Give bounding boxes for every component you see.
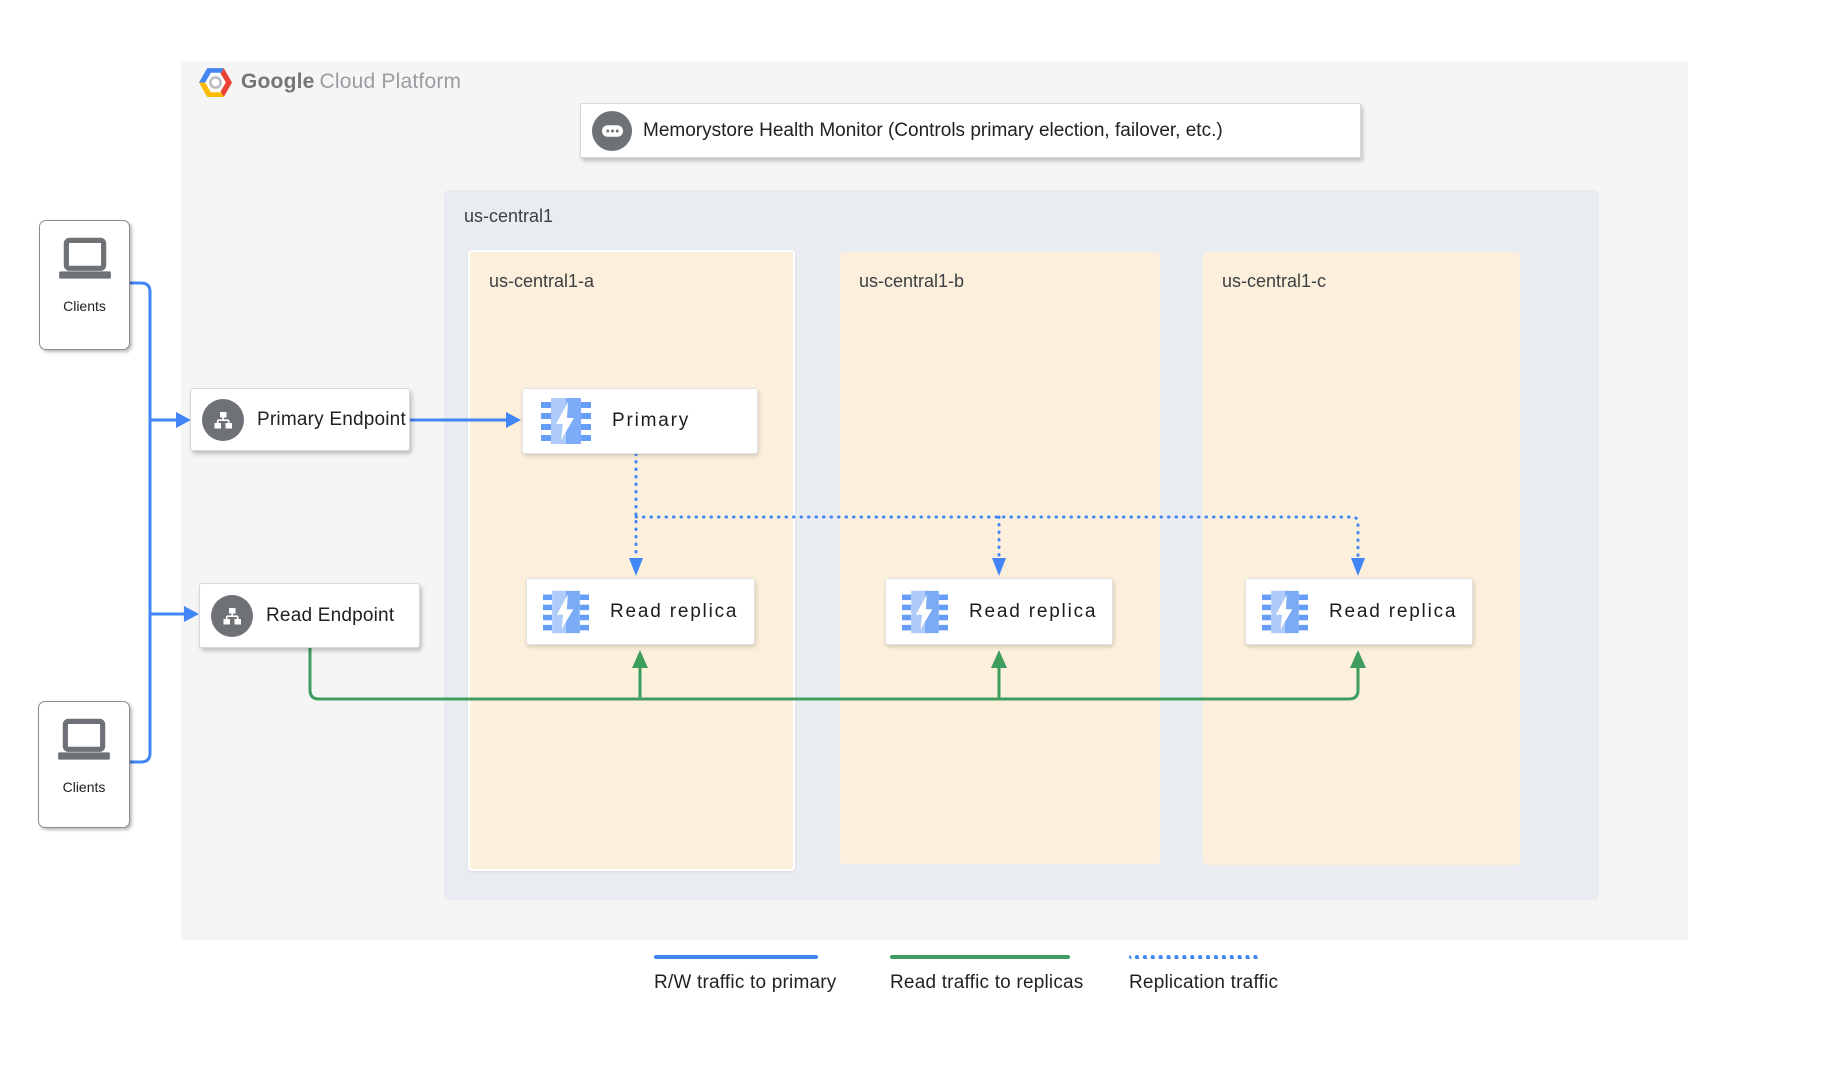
brand-google: Google xyxy=(241,70,315,93)
clients-label: Clients xyxy=(62,779,106,795)
read-replica-b-card: Read replica xyxy=(885,578,1113,645)
gcp-hexagon-icon xyxy=(199,67,232,97)
network-endpoint-icon xyxy=(202,398,244,441)
chat-dots-icon xyxy=(592,110,632,151)
laptop-icon xyxy=(58,718,110,760)
region-us-central1: us-central1 us-central1-a us-central1-b … xyxy=(444,190,1599,900)
read-endpoint-label: Read Endpoint xyxy=(266,604,395,626)
legend-label: Read traffic to replicas xyxy=(890,972,1084,993)
read-traffic-line xyxy=(308,646,1360,701)
legend-read-traffic: Read traffic to replicas xyxy=(890,955,1083,994)
health-monitor-card: Memorystore Health Monitor (Controls pri… xyxy=(580,103,1361,158)
rw-arrowhead xyxy=(506,412,521,428)
replication-arrowhead xyxy=(992,558,1006,576)
memorystore-icon xyxy=(1262,590,1308,633)
rw-trunk-line xyxy=(130,281,152,764)
replication-arrowhead xyxy=(1351,558,1365,576)
brand-cloud-platform: Cloud Platform xyxy=(319,70,462,93)
region-label: us-central1 xyxy=(464,206,554,226)
zone-label: us-central1-b xyxy=(859,271,965,291)
zone-label: us-central1-a xyxy=(489,271,595,291)
primary-label: Primary xyxy=(612,410,691,431)
rw-arrowhead xyxy=(176,412,191,428)
network-endpoint-icon xyxy=(211,594,253,637)
memorystore-icon xyxy=(902,590,948,633)
read-replica-a-card: Read replica xyxy=(526,578,755,645)
primary-node-card: Primary xyxy=(522,388,758,454)
clients-top-card: Clients xyxy=(39,220,130,350)
read-replica-label: Read replica xyxy=(969,600,1098,622)
replication-arrowhead xyxy=(629,558,643,576)
zone-label: us-central1-c xyxy=(1222,271,1327,291)
legend-line-solid-green xyxy=(890,955,1070,959)
clients-bottom-card: Clients xyxy=(38,701,130,828)
read-arrowhead xyxy=(632,650,648,668)
legend-line-dotted-blue xyxy=(1129,955,1259,959)
legend-label: R/W traffic to primary xyxy=(654,972,837,993)
read-arrowhead xyxy=(1350,650,1366,668)
read-replica-c-card: Read replica xyxy=(1245,578,1473,645)
read-replica-label: Read replica xyxy=(1329,600,1458,622)
legend-rw-traffic: R/W traffic to primary xyxy=(654,955,836,994)
replication-horizontal xyxy=(634,515,1360,560)
memorystore-icon xyxy=(543,590,589,633)
read-endpoint-card: Read Endpoint xyxy=(199,583,420,648)
laptop-icon xyxy=(58,237,111,279)
rw-arrowhead xyxy=(184,606,199,622)
health-monitor-label: Memorystore Health Monitor (Controls pri… xyxy=(643,119,1223,141)
primary-endpoint-card: Primary Endpoint xyxy=(190,388,410,451)
read-arrowhead xyxy=(991,650,1007,668)
legend-label: Replication traffic xyxy=(1129,972,1279,993)
clients-label: Clients xyxy=(63,298,106,314)
memorystore-icon xyxy=(541,398,591,444)
legend-line-solid-blue xyxy=(654,955,818,959)
read-replica-label: Read replica xyxy=(610,600,739,622)
primary-endpoint-label: Primary Endpoint xyxy=(257,408,406,430)
legend-replication-traffic: Replication traffic xyxy=(1129,955,1278,994)
